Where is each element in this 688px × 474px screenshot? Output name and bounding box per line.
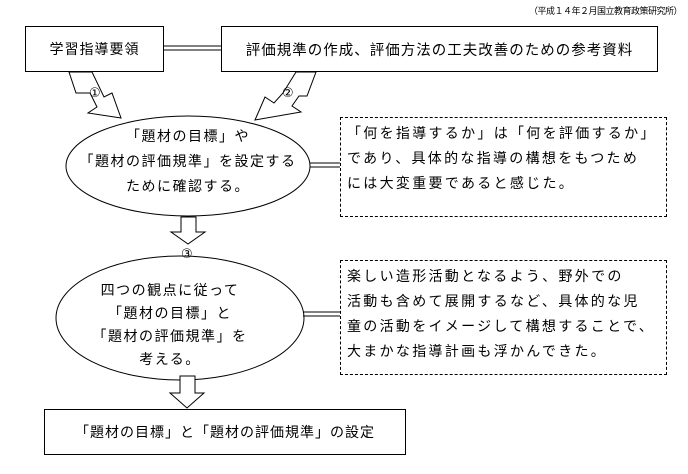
bottom-box: 「題材の目標」と「題材の評価規準」の設定 [44,409,406,455]
bottom-box-label: 「題材の目標」と「題材の評価規準」の設定 [75,425,375,441]
top-double-connector [164,45,221,51]
note-1-line: 「何を指導するか」は「何を評価するか」 [347,126,657,142]
note2-double-connector [303,311,340,317]
ellipse-1-line: ために確認する。 [126,179,250,195]
down-arrow-1 [169,216,207,245]
ellipse-2-line: 「題材の目標」と [108,306,232,322]
ellipse-step-1 [65,115,311,217]
source-citation: （平成１４年２月国立教育政策研究所） [528,7,683,17]
ellipse-2-line: 「題材の評価規準」を [92,329,248,345]
note-2-line: 大まかな指導計画も浮かんできた。 [347,344,608,360]
arrow-2 [254,71,317,121]
note-2-line: 童の活動をイメージして構想することで、 [347,319,656,335]
top-left-box: 学習指導要領 [25,26,164,72]
top-left-box-label: 学習指導要領 [49,42,140,58]
step-3-marker: ③ [181,247,193,262]
note-1-line: であり、具体的な指導の構想をもつため [347,151,640,167]
ellipse-2-line: 考える。 [139,352,201,368]
note-2-line: 活動も含めて展開するなど、具体的な児 [347,294,640,310]
ellipse-1-line: 「題材の目標」や [126,129,250,145]
step-1-marker: ① [89,86,101,101]
note-2-line: 楽しい造形活動となるよう、野外での [347,269,624,285]
note-box-2: 楽しい造形活動となるよう、野外での 活動も含めて展開するなど、具体的な児 童の活… [340,260,667,375]
top-right-box: 評価規準の作成、評価方法の工夫改善のための参考資料 [221,26,658,72]
ellipse-2-line: 四つの観点に従って [100,283,240,299]
note1-double-connector [310,162,340,168]
note-box-1: 「何を指導するか」は「何を評価するか」 であり、具体的な指導の構想をもつため に… [340,117,667,217]
ellipse-1-text: 「題材の目標」や 「題材の評価規準」を設定する ために確認する。 [68,125,308,200]
arrow-1 [68,71,122,119]
ellipse-2-text: 四つの観点に従って 「題材の目標」と 「題材の評価規準」を 考える。 [70,280,270,372]
note-1-line: には大変重要であると感じた。 [347,176,576,192]
step-2-marker: ② [282,86,294,101]
down-arrow-2 [168,375,206,409]
ellipse-1-line: 「題材の評価規準」を設定する [79,154,297,170]
top-right-box-label: 評価規準の作成、評価方法の工夫改善のための参考資料 [245,42,634,59]
